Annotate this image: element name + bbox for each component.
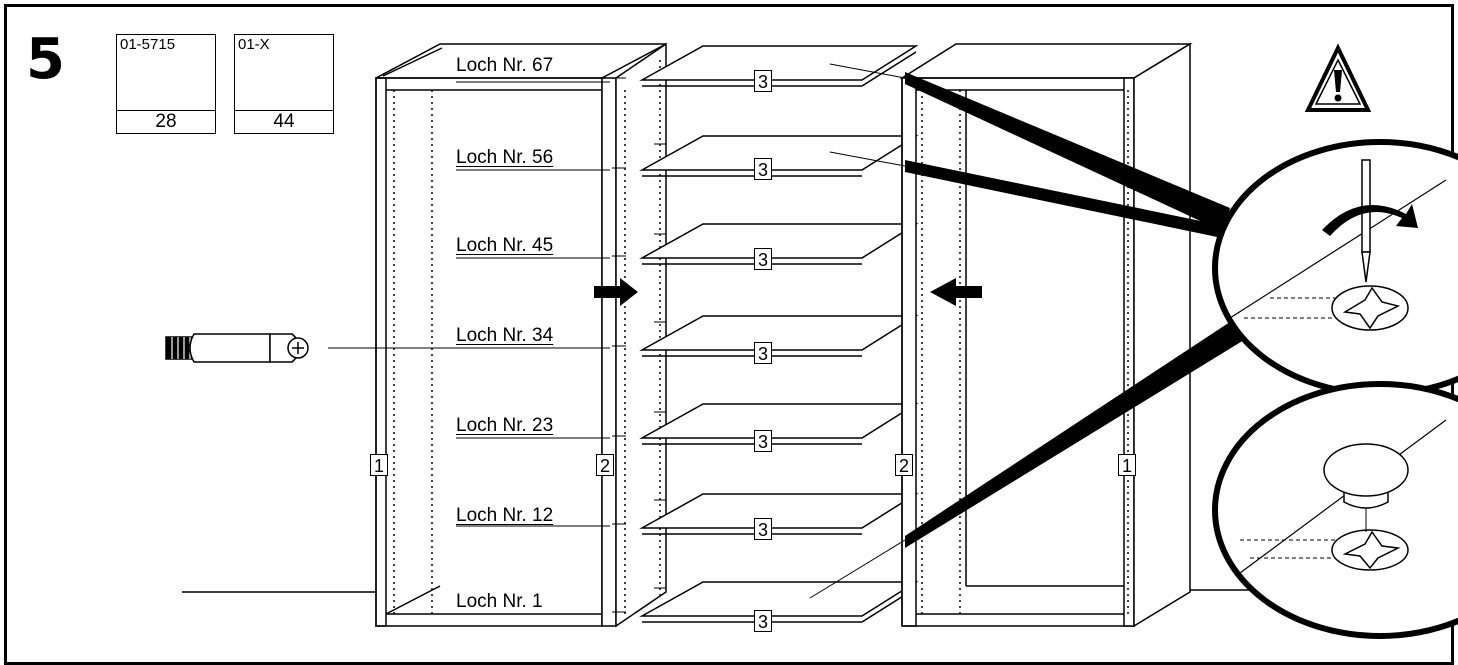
part-box-cover-cap: 01-X 44 [234,34,334,134]
hole-leaders [328,81,610,527]
push-arrow-icon [930,278,982,306]
rotate-arrow-icon [1322,204,1418,236]
push-arrow-icon [594,278,638,306]
hole-label: Loch Nr. 56 [456,147,554,168]
shelf-pegs [612,77,666,613]
hole-label: Loch Nr. 34 [456,325,554,346]
magnifier-cam-lock-detail [1212,139,1458,397]
part-quantity: 28 [117,110,215,133]
part-tag-side-panel: 1 [1118,454,1136,476]
part-tag-shelf: 3 [754,430,772,452]
part-tag-divider-panel: 2 [895,454,913,476]
part-code: 01-5715 [120,36,176,53]
left-cabinet [375,42,667,628]
part-tag-shelf: 3 [754,610,772,632]
cover-cap-icon [1323,443,1409,509]
hole-label: Loch Nr. 45 [456,235,554,256]
step-number: 5 [26,27,65,92]
hole-label: Loch Nr. 12 [456,505,554,526]
part-tag-divider-panel: 2 [596,454,614,476]
magnifier-cover-cap-detail [1212,381,1458,639]
cam-lock-bolt-icon [165,333,309,363]
part-tag-shelf: 3 [754,248,772,270]
part-tag-side-panel: 1 [370,454,388,476]
callout-wedges [905,72,1244,548]
part-tag-shelf: 3 [754,70,772,92]
warning-triangle-icon [1304,43,1372,112]
part-tag-shelf: 3 [754,518,772,540]
screwdriver-icon [1361,159,1371,283]
part-box-cam-bolt: 01-5715 28 [116,34,216,134]
part-tag-shelf: 3 [754,158,772,180]
part-quantity: 44 [235,110,333,133]
part-tag-shelf: 3 [754,342,772,364]
shelves [639,45,919,623]
hole-label: Loch Nr. 67 [456,55,554,76]
hole-label: Loch Nr. 1 [456,591,543,612]
part-code: 01-X [238,36,270,53]
hole-label: Loch Nr. 23 [456,415,554,436]
